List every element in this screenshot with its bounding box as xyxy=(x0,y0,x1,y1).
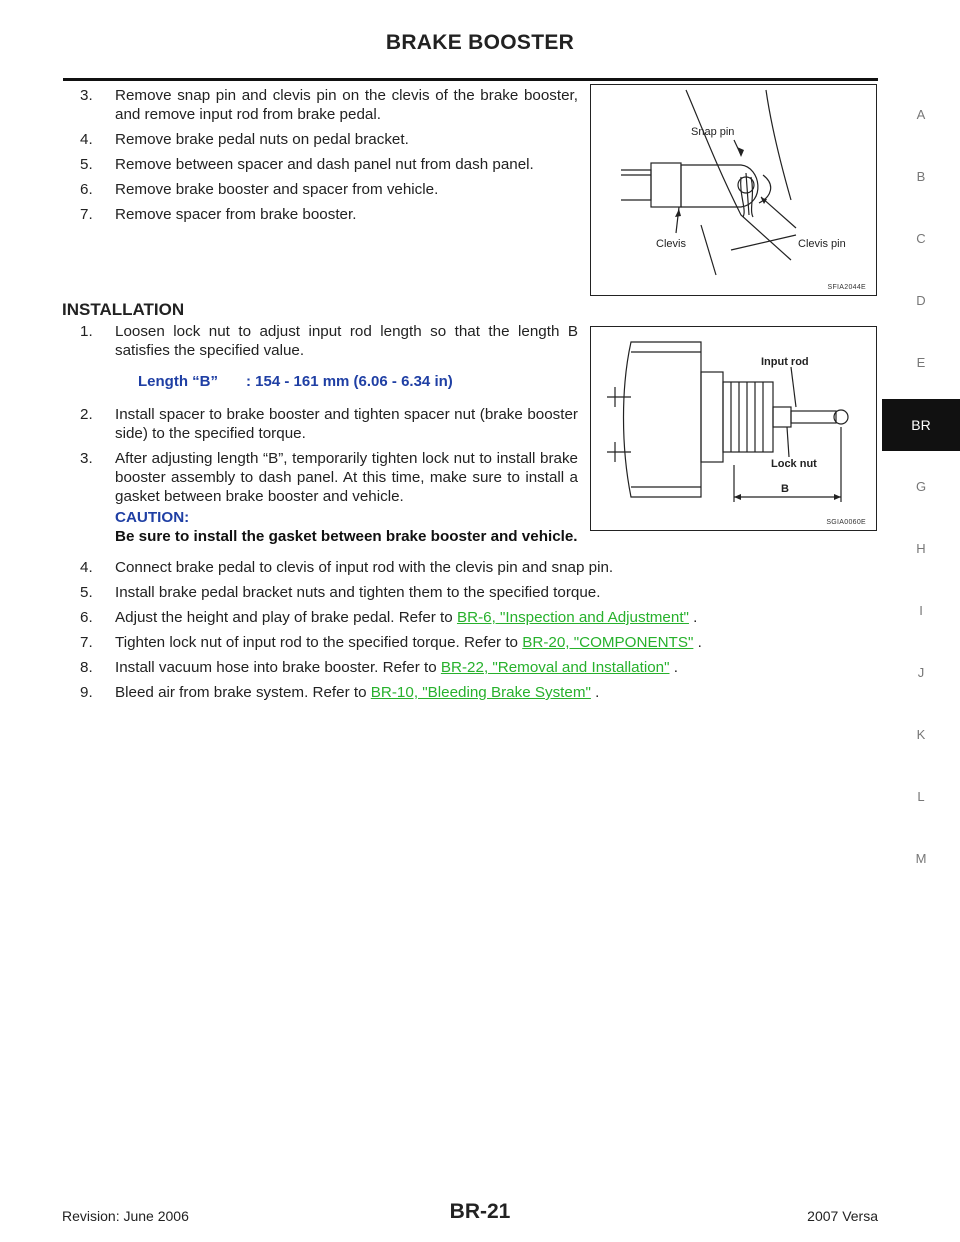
list-item: 4. Connect brake pedal to clevis of input… xyxy=(80,558,880,577)
installation-steps-c: 4. Connect brake pedal to clevis of input… xyxy=(80,558,880,708)
tab-g[interactable]: G xyxy=(915,479,927,494)
step-text: Loosen lock nut to adjust input rod leng… xyxy=(115,323,578,359)
step-text: Install vacuum hose into brake booster. … xyxy=(115,659,437,676)
figure-code: SFIA2044E xyxy=(827,284,866,291)
tab-l[interactable]: L xyxy=(917,789,925,804)
step-tail: . xyxy=(590,684,600,701)
list-item: 1. Loosen lock nut to adjust input rod le… xyxy=(80,322,578,360)
tab-m[interactable]: M xyxy=(915,851,927,866)
clevis-figure: Snap pin Clevis Clevis pin SFIA2044E xyxy=(590,84,877,296)
step-number: 1. xyxy=(80,323,93,340)
step-text: Connect brake pedal to clevis of input r… xyxy=(115,559,614,576)
clevis-label: Clevis xyxy=(656,238,686,250)
step-text: Remove brake pedal nuts on pedal bracket… xyxy=(115,131,409,148)
length-b-label: B xyxy=(781,483,789,495)
list-item: 7. Remove spacer from brake booster. xyxy=(80,205,578,224)
figure-code: SGIA0060E xyxy=(826,519,866,526)
list-item: 7. Tighten lock nut of input rod to the s… xyxy=(80,633,880,652)
tab-h[interactable]: H xyxy=(916,541,926,556)
list-item: 3. After adjusting length “B”, temporaril… xyxy=(80,449,578,546)
step-number: 8. xyxy=(80,659,93,676)
spec-label: Length “B” xyxy=(138,373,218,390)
list-item: 8. Install vacuum hose into brake booster… xyxy=(80,658,880,677)
list-item: 5. Install brake pedal bracket nuts and t… xyxy=(80,583,880,602)
tab-br[interactable]: BR xyxy=(882,399,960,451)
step-number: 7. xyxy=(80,634,93,651)
step-number: 4. xyxy=(80,131,93,148)
step-number: 5. xyxy=(80,156,93,173)
step-number: 6. xyxy=(80,181,93,198)
tab-j[interactable]: J xyxy=(917,665,925,680)
reference-link[interactable]: BR-20, "COMPONENTS" xyxy=(522,634,694,651)
step-text: Remove between spacer and dash panel nut… xyxy=(115,156,534,173)
reference-link[interactable]: BR-22, "Removal and Installation" xyxy=(440,659,670,676)
step-number: 3. xyxy=(80,87,93,104)
page-number: BR-21 xyxy=(449,1200,511,1223)
tab-i[interactable]: I xyxy=(919,603,923,618)
revision-text: Revision: June 2006 xyxy=(62,1208,189,1224)
title-rule xyxy=(63,78,878,81)
step-text: Install spacer to brake booster and tigh… xyxy=(115,406,578,442)
caution-label: CAUTION: xyxy=(115,509,190,526)
list-item: 4. Remove brake pedal nuts on pedal brack… xyxy=(80,130,578,149)
step-tail: . xyxy=(688,609,698,626)
step-tail: . xyxy=(669,659,678,676)
list-item: 6. Adjust the height and play of brake pe… xyxy=(80,608,880,627)
tab-k[interactable]: K xyxy=(916,727,926,742)
installation-heading: INSTALLATION xyxy=(62,300,185,319)
tab-c[interactable]: C xyxy=(916,231,926,246)
step-number: 6. xyxy=(80,609,93,626)
step-number: 3. xyxy=(80,450,93,467)
booster-illustration: Input rod Lock nut B xyxy=(607,341,849,502)
step-text: Adjust the height and play of brake peda… xyxy=(115,609,453,626)
reference-link[interactable]: BR-6, "Inspection and Adjustment" xyxy=(456,609,689,626)
removal-steps: 3. Remove snap pin and clevis pin on the … xyxy=(80,86,578,230)
step-text: Install brake pedal bracket nuts and tig… xyxy=(115,584,601,601)
step-text: After adjusting length “B”, temporarily … xyxy=(115,450,578,505)
length-spec: Length “B” : 154 - 161 mm (6.06 - 6.34 in… xyxy=(138,373,453,390)
step-text: Remove brake booster and spacer from veh… xyxy=(115,181,439,198)
list-item: 2. Install spacer to brake booster and ti… xyxy=(80,405,578,443)
step-number: 9. xyxy=(80,684,93,701)
step-text: Bleed air from brake system. Refer to xyxy=(115,684,367,701)
step-tail: . xyxy=(693,634,702,651)
tab-d[interactable]: D xyxy=(916,293,926,308)
lock-nut-label: Lock nut xyxy=(771,458,817,470)
step-number: 7. xyxy=(80,206,93,223)
page-title: BRAKE BOOSTER xyxy=(385,31,575,54)
snap-pin-label: Snap pin xyxy=(691,126,734,138)
step-number: 4. xyxy=(80,559,93,576)
booster-figure: Input rod Lock nut B SGIA0060E xyxy=(590,326,877,531)
installation-steps-b: 2. Install spacer to brake booster and ti… xyxy=(80,405,578,552)
step-text: Tighten lock nut of input rod to the spe… xyxy=(115,634,518,651)
list-item: 6. Remove brake booster and spacer from v… xyxy=(80,180,578,199)
tab-a[interactable]: A xyxy=(916,107,926,122)
caution-text: Be sure to install the gasket between br… xyxy=(115,528,578,545)
list-item: 9.Bleed air from brake system. Refer to … xyxy=(80,683,880,702)
list-item: 3. Remove snap pin and clevis pin on the … xyxy=(80,86,578,124)
reference-link[interactable]: BR-10, "Bleeding Brake System" xyxy=(370,684,591,701)
step-number: 5. xyxy=(80,584,93,601)
installation-steps-a: 1. Loosen lock nut to adjust input rod le… xyxy=(80,322,578,366)
step-text: Remove spacer from brake booster. xyxy=(115,206,357,223)
clevis-pin-label: Clevis pin xyxy=(798,238,846,250)
tab-e[interactable]: E xyxy=(916,355,926,370)
spec-value: : 154 - 161 mm (6.06 - 6.34 in) xyxy=(246,373,453,390)
step-number: 2. xyxy=(80,406,93,423)
step-text: Remove snap pin and clevis pin on the cl… xyxy=(115,87,578,123)
tab-b[interactable]: B xyxy=(916,169,926,184)
list-item: 5. Remove between spacer and dash panel n… xyxy=(80,155,578,174)
input-rod-label: Input rod xyxy=(761,356,809,368)
clevis-illustration: Snap pin Clevis Clevis pin xyxy=(621,89,846,276)
model-text: 2007 Versa xyxy=(807,1208,878,1224)
